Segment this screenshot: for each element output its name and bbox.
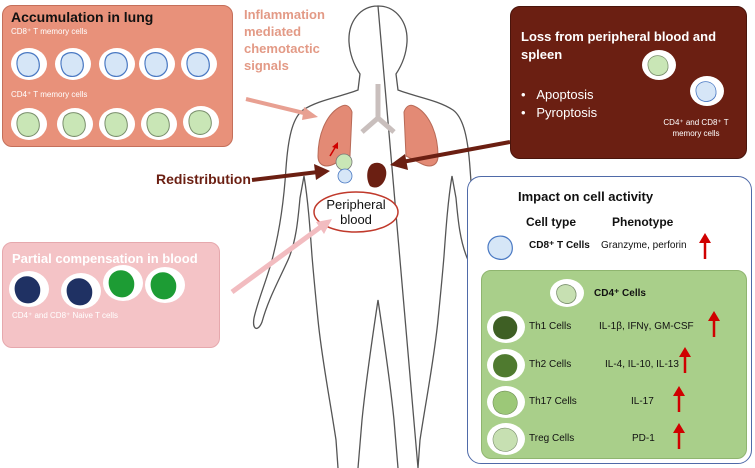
cd4-memory-cells: [11, 106, 219, 140]
bullet-label: Pyroptosis: [536, 105, 598, 120]
trachea: [360, 84, 396, 134]
impact-title: Impact on cell activity: [518, 189, 654, 204]
cd8-memory-cell: [99, 48, 135, 80]
col-phenotype: Phenotype: [612, 215, 674, 229]
cd8-memory-cell: [181, 48, 217, 80]
th2-cell: [487, 349, 525, 381]
inflammation-line: chemotactic: [244, 41, 320, 56]
cd8-memory-cell: [11, 48, 47, 80]
naive-cells: [9, 265, 185, 309]
cd4-memory-cell: [99, 108, 135, 140]
accumulation-in-lung-panel: Accumulation in lung CD8⁺ T memory cells…: [2, 5, 233, 147]
cd8-row-graphics: [481, 232, 711, 262]
body-cd8-cell: [337, 168, 353, 184]
cd8-t-cell: [481, 232, 519, 262]
inflammation-line: signals: [244, 58, 289, 73]
left-lung: [317, 104, 353, 167]
treg-cell: [487, 423, 525, 455]
cd8-memory-cell: [55, 48, 91, 80]
spleen: [367, 162, 387, 188]
lung-panel-title: Accumulation in lung: [11, 9, 154, 25]
leg-inner-outline: [357, 299, 399, 468]
redistribution-label: Redistribution: [156, 171, 251, 187]
bullet-apoptosis: • Apoptosis: [521, 87, 594, 102]
right-lung: [403, 104, 439, 167]
cd4-memory-cell: [57, 108, 93, 140]
naive-cd8-cell: [61, 273, 101, 309]
cd4-header-cell: [550, 279, 584, 307]
cd8-row-phenotype: Granzyme, perforin: [601, 240, 687, 251]
lung-panel-cells: [11, 48, 219, 140]
inflammation-label: Inflammation mediated chemotactic signal…: [244, 6, 325, 74]
loss-panel-cells: [642, 50, 724, 106]
inflammation-line: mediated: [244, 24, 302, 39]
th17-phenotype: IL-17: [631, 396, 654, 407]
th1-cell: [487, 311, 525, 343]
up-arrow-icon: [699, 233, 711, 259]
naive-cells-label: CD4⁺ and CD8⁺ Naive T cells: [12, 311, 118, 320]
peripheral-blood-line: Peripheral: [326, 197, 386, 212]
up-arrow-icon: [708, 311, 720, 337]
peripheral-blood-label: Peripheral blood: [318, 197, 394, 227]
cd8-memory-cells: [11, 48, 217, 80]
th2-phenotype: IL-4, IL-10, IL-13: [605, 359, 679, 370]
col-cell-type: Cell type: [526, 215, 577, 229]
redistribution-arrow: [251, 164, 330, 182]
cd8-memory-cell: [139, 48, 175, 80]
inflammation-arrow: [245, 97, 318, 120]
cd4-header: CD4⁺ Cells: [594, 288, 646, 299]
loss-arrow: [390, 140, 511, 170]
naive-cd4-cell: [103, 265, 143, 301]
loss-cd8-cell: [690, 76, 724, 106]
naive-cd4-cell: [145, 267, 185, 303]
th1-phenotype: IL-1β, IFNγ, GM-CSF: [599, 321, 694, 332]
small-red-arrow: [329, 142, 338, 157]
loss-cells-label-line: memory cells: [672, 129, 720, 138]
cd4-memory-cell: [11, 108, 47, 140]
partial-compensation-panel: Partial compensation in blood CD4⁺ and C…: [2, 242, 220, 348]
comp-panel-title: Partial compensation in blood: [12, 251, 198, 266]
up-arrow-icon: [673, 386, 685, 412]
treg-cell-label: Treg Cells: [529, 433, 575, 444]
bullet-pyroptosis: • Pyroptosis: [521, 105, 598, 120]
th2-cell-label: Th2 Cells: [529, 359, 572, 370]
cd4-memory-label: CD4⁺ T memory cells: [11, 90, 88, 99]
cd4-panel-graphics: [487, 279, 720, 455]
cd8-memory-label: CD8⁺ T memory cells: [11, 27, 88, 36]
loss-title-line2: spleen: [521, 47, 563, 62]
loss-from-blood-panel: Loss from peripheral blood and spleen • …: [510, 6, 747, 159]
loss-title-line1: Loss from peripheral blood and: [521, 29, 717, 44]
up-arrow-icon: [679, 347, 691, 373]
compensation-arrow: [230, 219, 332, 295]
human-body-outline: [252, 5, 504, 468]
bullet-label: Apoptosis: [536, 87, 594, 102]
th1-cell-label: Th1 Cells: [529, 321, 572, 332]
loss-cd4-cell: [642, 50, 676, 80]
cd4-memory-cell: [141, 108, 177, 140]
naive-cd8-cell: [9, 271, 49, 307]
inflammation-line: Inflammation: [244, 7, 325, 22]
cd8-row-cell: CD8⁺ T Cells: [529, 240, 590, 251]
th17-cell: [487, 386, 525, 418]
peripheral-blood-ellipse: [313, 191, 399, 233]
cd4-memory-cell: [183, 106, 219, 138]
th17-cell-label: Th17 Cells: [529, 396, 577, 407]
up-arrow-icon: [673, 423, 685, 449]
cd4-cells-panel: CD4⁺ Cells Th1 Cells IL-1β, IFNγ, GM-CSF…: [481, 270, 747, 459]
body-cd4-cell: [335, 153, 353, 171]
treg-phenotype: PD-1: [632, 433, 655, 444]
loss-cells-label: CD4⁺ and CD8⁺ T memory cells: [649, 117, 743, 139]
peripheral-blood-line: blood: [340, 212, 372, 227]
loss-cells-label-line: CD4⁺ and CD8⁺ T: [663, 118, 729, 127]
